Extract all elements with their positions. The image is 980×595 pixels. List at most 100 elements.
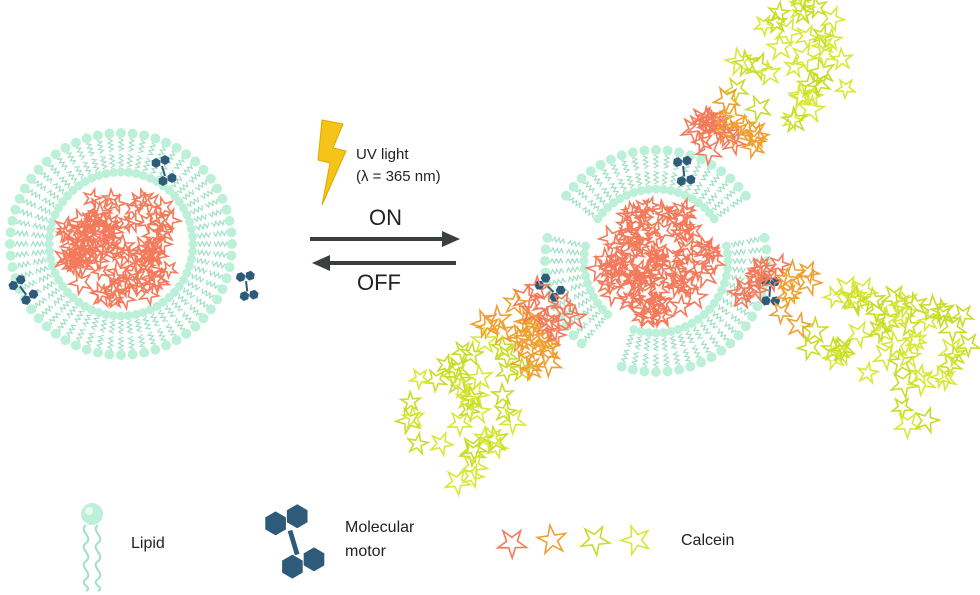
released-calcein-star — [849, 276, 880, 308]
molecular-motor — [672, 155, 696, 186]
released-calcein-star — [820, 284, 846, 310]
released-calcein-star — [855, 360, 881, 385]
core-calcein — [595, 273, 618, 296]
released-calcein-star — [487, 317, 516, 346]
core-calcein — [658, 204, 679, 226]
released-calcein-star — [493, 398, 519, 425]
core-calcein — [136, 211, 159, 234]
released-calcein-star — [775, 283, 801, 309]
released-calcein-star — [867, 317, 893, 344]
core-calcein — [653, 304, 677, 329]
released-calcein-star — [819, 5, 848, 34]
core-calcein — [67, 207, 92, 233]
released-calcein-star — [442, 355, 471, 384]
released-calcein-star — [468, 308, 500, 340]
released-calcein-star — [889, 396, 915, 421]
released-calcein-star — [892, 412, 923, 441]
calcein-star-icon — [495, 522, 651, 561]
released-calcein-star — [796, 93, 827, 124]
core-calcein — [111, 273, 137, 299]
molecular-motor — [265, 504, 325, 579]
released-calcein-star — [518, 357, 544, 383]
released-calcein-star — [400, 404, 426, 430]
released-calcein-star — [489, 381, 516, 407]
core-calcein — [117, 212, 138, 235]
released-calcein-star — [711, 85, 742, 116]
released-calcein-star — [694, 104, 720, 130]
molecular-motor — [235, 270, 259, 301]
released-calcein-star — [457, 439, 488, 469]
core-calcein — [627, 258, 653, 284]
released-calcein-star — [488, 333, 516, 360]
lightning-icon — [317, 119, 347, 206]
released-calcein-star — [464, 362, 495, 392]
core-calcein — [54, 223, 76, 244]
core-calcein — [66, 269, 94, 297]
core-calcein — [82, 186, 104, 210]
core-calcein — [639, 260, 667, 288]
core-calcein — [618, 237, 647, 266]
released-calcein-star — [458, 451, 490, 483]
released-calcein-star — [954, 332, 980, 359]
core-calcein — [676, 230, 704, 259]
released-calcein-star — [428, 430, 456, 458]
released-calcein-star — [764, 31, 795, 62]
molecular-motor-icon — [265, 504, 325, 579]
released-calcein-star — [721, 130, 748, 157]
released-calcein-star — [785, 310, 814, 340]
released-calcein-star — [909, 362, 934, 387]
core-calcein — [85, 237, 110, 262]
open-liposome — [534, 145, 781, 377]
released-calcein-star — [752, 14, 777, 38]
released-calcein-star — [833, 77, 858, 101]
core-calcein — [136, 191, 163, 217]
released-calcein-star — [829, 335, 856, 362]
core-calcein — [631, 235, 651, 257]
core-calcein — [662, 272, 689, 299]
molecular-motor — [151, 155, 177, 186]
released-calcein-star — [454, 385, 481, 412]
released-calcein-star — [889, 288, 920, 320]
released-calcein-star — [497, 407, 528, 437]
released-calcein-star — [879, 329, 910, 361]
molecular-motor — [8, 274, 39, 305]
released-calcein — [393, 0, 980, 498]
core-calcein — [140, 267, 166, 294]
core-calcein — [701, 242, 725, 265]
core-calcein — [672, 238, 701, 266]
off-arrow — [312, 255, 456, 271]
core-calcein — [647, 279, 671, 303]
core-calcein — [137, 254, 158, 277]
released-calcein-star — [871, 342, 902, 372]
released-calcein-star — [494, 360, 520, 385]
released-calcein-star — [745, 277, 771, 303]
core-calcein — [89, 219, 116, 246]
released-calcein-star — [904, 329, 929, 354]
off-label: OFF — [357, 270, 401, 295]
released-calcein-star — [739, 118, 769, 149]
lipid-icon — [81, 503, 103, 592]
released-calcein-star — [891, 302, 917, 329]
core-calcein — [108, 231, 137, 259]
released-calcein-star — [693, 137, 724, 168]
released-calcein-star — [744, 51, 775, 82]
core-calcein — [676, 252, 702, 279]
released-calcein-star — [800, 315, 831, 344]
calcein-star-icon — [579, 524, 613, 558]
released-calcein-star — [442, 468, 473, 498]
released-calcein-star — [501, 288, 530, 317]
core-calcein — [106, 192, 129, 215]
released-calcein-star — [561, 303, 589, 330]
released-calcein-star — [405, 430, 431, 456]
released-calcein-star — [796, 267, 825, 298]
released-calcein-star — [839, 281, 869, 310]
released-calcein-star — [811, 23, 836, 48]
core-calcein — [69, 217, 92, 239]
core-calcein — [667, 272, 692, 296]
released-calcein-star — [743, 94, 773, 124]
released-calcein-star — [804, 70, 833, 99]
core-calcein — [63, 250, 93, 279]
released-calcein-star — [864, 300, 890, 325]
released-calcein-star — [537, 332, 563, 359]
released-calcein-star — [711, 105, 736, 130]
